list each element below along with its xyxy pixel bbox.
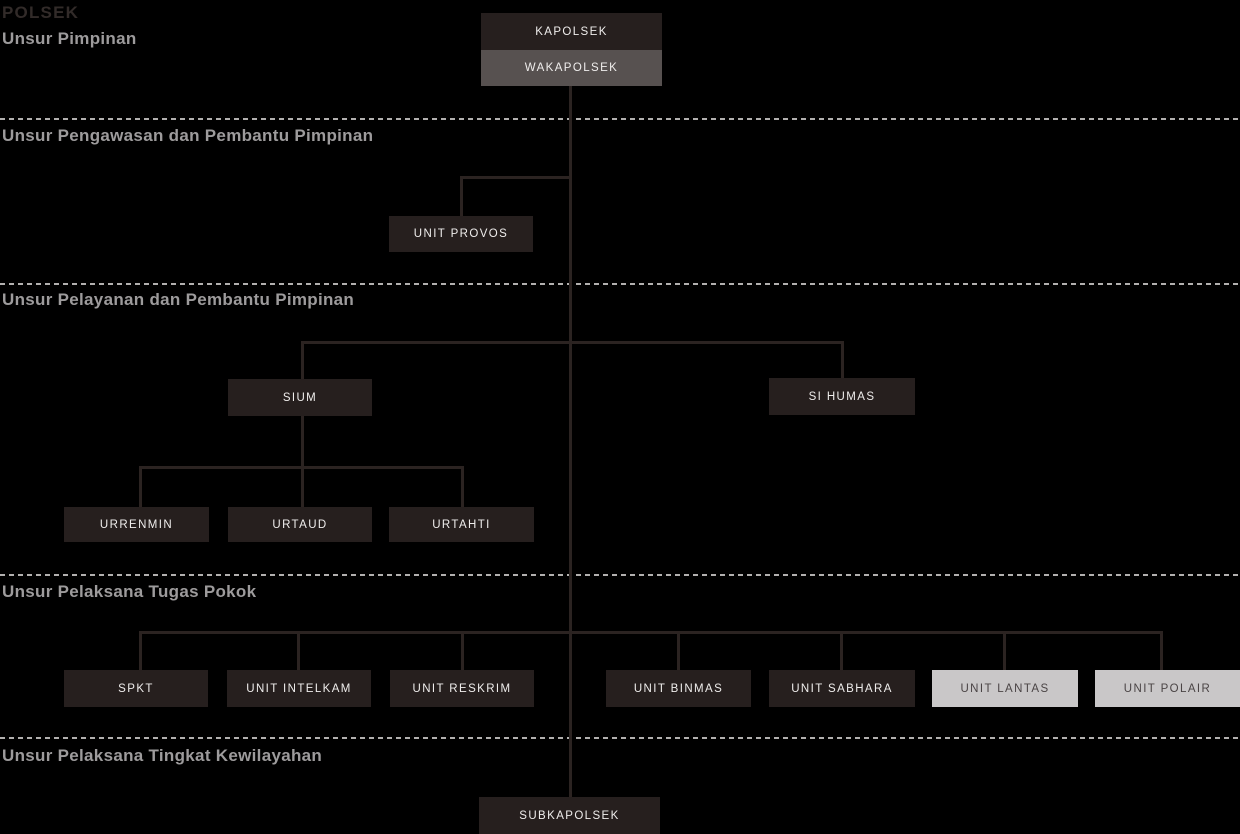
org-node-unit-binmas: UNIT BINMAS	[606, 670, 751, 707]
org-node-urtahti: URTAHTI	[389, 507, 534, 542]
section-label-pengawasan: Unsur Pengawasan dan Pembantu Pimpinan	[2, 126, 374, 145]
section-divider	[0, 118, 1240, 120]
org-node-sium: SIUM	[228, 379, 372, 416]
org-node-unit-polair: UNIT POLAIR	[1095, 670, 1240, 707]
org-node-unit-sabhara: UNIT SABHARA	[769, 670, 915, 707]
org-node-unit-lantas: UNIT LANTAS	[932, 670, 1078, 707]
connector-sihumas-drop	[841, 341, 844, 378]
connector-provos-horizontal	[460, 176, 572, 179]
org-node-si-humas: SI HUMAS	[769, 378, 915, 415]
connector-reskrim-drop	[461, 631, 464, 670]
org-node-subkapolsek: SUBKAPOLSEK	[479, 797, 660, 834]
connector-polair-drop	[1160, 631, 1163, 670]
connector-urtahti-drop	[461, 466, 464, 507]
org-node-unit-provos: UNIT PROVOS	[389, 216, 533, 252]
page-title: POLSEK	[2, 3, 80, 22]
connector-urrenmin-drop	[139, 466, 142, 507]
org-node-urtaud: URTAUD	[228, 507, 372, 542]
org-node-wakapolsek: WAKAPOLSEK	[481, 50, 662, 86]
org-node-unit-intelkam: UNIT INTELKAM	[227, 670, 371, 707]
section-label-pimpinan: Unsur Pimpinan	[2, 29, 137, 48]
section-divider	[0, 283, 1240, 285]
section-label-pelayanan: Unsur Pelayanan dan Pembantu Pimpinan	[2, 290, 355, 309]
org-node-spkt: SPKT	[64, 670, 208, 707]
connector-spkt-drop	[139, 631, 142, 670]
connector-main-vertical	[569, 86, 572, 797]
connector-sabhara-drop	[840, 631, 843, 670]
section-divider	[0, 574, 1240, 576]
org-node-urrenmin: URRENMIN	[64, 507, 209, 542]
org-node-unit-reskrim: UNIT RESKRIM	[390, 670, 534, 707]
connector-binmas-drop	[677, 631, 680, 670]
connector-row3-horizontal	[139, 466, 464, 469]
connector-sium-urtaud-drop	[301, 341, 304, 507]
connector-lantas-drop	[1003, 631, 1006, 670]
connector-row2-horizontal	[301, 341, 844, 344]
connector-provos-drop	[460, 176, 463, 216]
section-label-tugas-pokok: Unsur Pelaksana Tugas Pokok	[2, 582, 257, 601]
section-label-kewilayahan: Unsur Pelaksana Tingkat Kewilayahan	[2, 746, 323, 765]
connector-row4-horizontal	[139, 631, 1163, 634]
org-node-kapolsek: KAPOLSEK	[481, 13, 662, 50]
section-divider	[0, 737, 1240, 739]
connector-intelkam-drop	[297, 631, 300, 670]
